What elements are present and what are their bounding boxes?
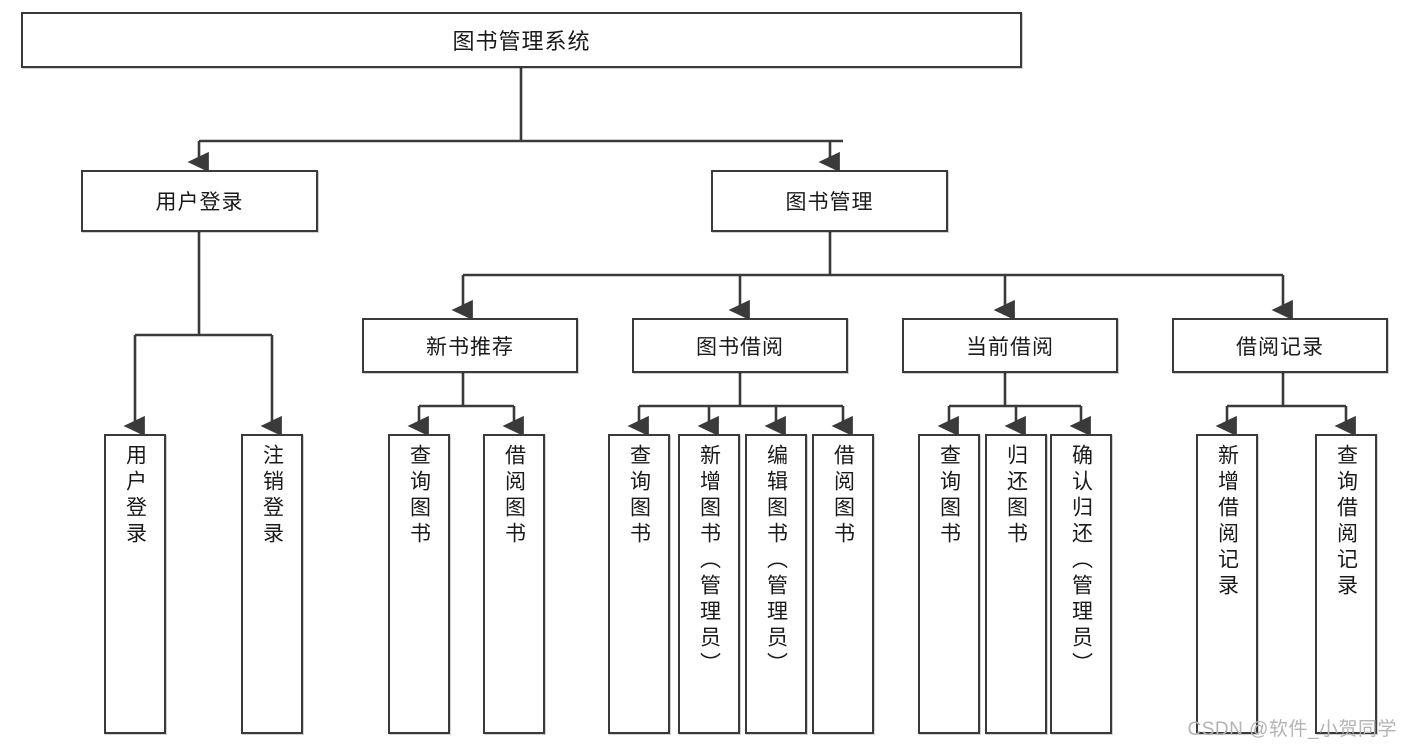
node-user-login[interactable]: 用户登录 [81,170,318,232]
leaf-borrow-book-2-label: 借阅图书 [831,444,855,548]
leaf-edit-book-label: 编辑图书（管理员） [764,444,788,678]
leaf-borrow-book-2[interactable]: 借阅图书 [812,434,874,734]
leaf-query-book-2[interactable]: 查询图书 [608,434,670,734]
leaf-borrow-book-1-label: 借阅图书 [502,444,526,548]
node-new-book-rec-label: 新书推荐 [426,335,514,359]
node-root-label: 图书管理系统 [452,29,591,54]
node-book-borrow-label: 图书借阅 [696,335,784,359]
leaf-confirm-return-label: 确认归还（管理员） [1069,444,1093,678]
node-new-book-rec[interactable]: 新书推荐 [362,318,578,373]
leaf-return-book[interactable]: 归还图书 [985,434,1047,734]
leaf-user-logout[interactable]: 注销登录 [241,434,303,734]
node-borrow-record-label: 借阅记录 [1236,335,1324,359]
leaf-add-book[interactable]: 新增图书（管理员） [678,434,740,734]
leaf-return-book-label: 归还图书 [1004,444,1028,548]
node-book-manage[interactable]: 图书管理 [711,170,948,232]
node-current-borrow[interactable]: 当前借阅 [902,318,1118,373]
node-root[interactable]: 图书管理系统 [21,12,1022,68]
leaf-query-book-2-label: 查询图书 [627,444,651,548]
watermark-text: CSDN @软件_小贺同学 [1187,719,1397,740]
leaf-query-record[interactable]: 查询借阅记录 [1315,434,1377,734]
leaf-add-record-label: 新增借阅记录 [1215,444,1239,600]
leaf-add-book-label: 新增图书（管理员） [697,444,721,678]
node-book-manage-label: 图书管理 [785,191,874,214]
node-user-login-label: 用户登录 [155,191,244,214]
leaf-query-book-3[interactable]: 查询图书 [918,434,980,734]
leaf-query-book-1[interactable]: 查询图书 [388,434,450,734]
leaf-borrow-book-1[interactable]: 借阅图书 [483,434,545,734]
leaf-add-record[interactable]: 新增借阅记录 [1196,434,1258,734]
leaf-user-login-label: 用户登录 [123,444,147,548]
leaf-edit-book[interactable]: 编辑图书（管理员） [745,434,807,734]
leaf-confirm-return[interactable]: 确认归还（管理员） [1050,434,1112,734]
leaf-query-book-3-label: 查询图书 [937,444,961,548]
leaf-query-book-1-label: 查询图书 [407,444,431,548]
node-current-borrow-label: 当前借阅 [966,335,1054,359]
node-borrow-record[interactable]: 借阅记录 [1172,318,1388,373]
leaf-query-record-label: 查询借阅记录 [1334,444,1358,600]
leaf-user-login[interactable]: 用户登录 [104,434,166,734]
leaf-user-logout-label: 注销登录 [260,444,284,548]
node-book-borrow[interactable]: 图书借阅 [632,318,848,373]
